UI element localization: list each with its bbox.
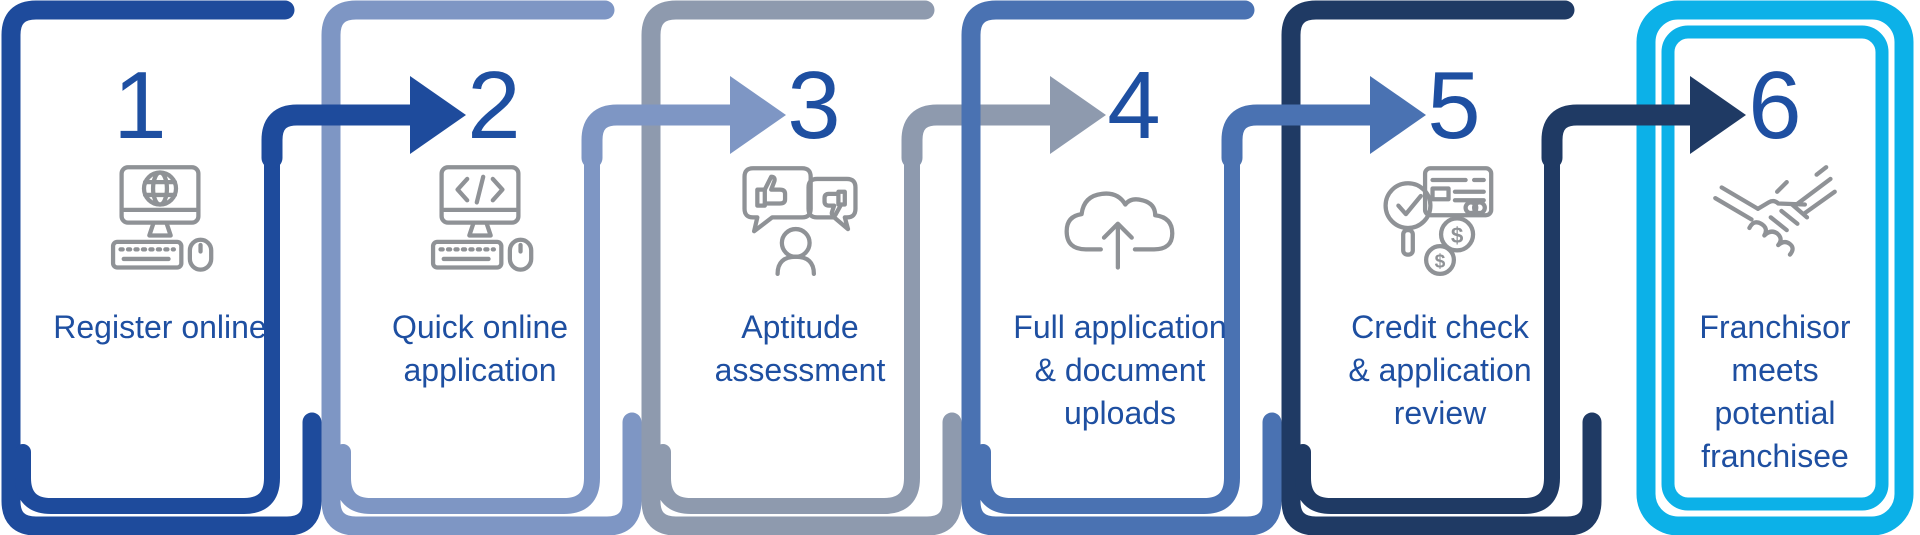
step-6-outer-border [1636, 0, 1914, 535]
step-2-connector [581, 104, 745, 169]
step-4-number: 4 [1107, 52, 1161, 159]
step-4-label: Full application & document uploads [1013, 309, 1227, 431]
step-2-label: Quick online application [391, 309, 569, 388]
handshake-icon [1655, 164, 1895, 276]
step-6-label: Franchisor meets potential franchisee [1699, 309, 1851, 474]
credit-review-icon: $ $ [1280, 164, 1600, 276]
arrow-head-to-step-5 [1370, 76, 1426, 154]
step-2-inner-border [335, 142, 600, 514]
step-1-inner-border [15, 142, 280, 514]
svg-text:$: $ [1435, 251, 1446, 272]
step-4-card: 4 Full application & document uploads [960, 0, 1426, 535]
step-1-number: 1 [113, 52, 167, 159]
step-5-card: 5 $ $ Credit check & application review [1280, 0, 1746, 535]
interview-feedback-icon [640, 164, 960, 276]
arrow-head-to-step-3 [730, 76, 786, 154]
step-2-card: 2 Quick online application [320, 0, 786, 535]
step-6-number: 6 [1748, 52, 1802, 159]
step-6-inner-border [1661, 25, 1889, 511]
step-4-connector [1221, 104, 1385, 169]
step-4-frame [961, 0, 1426, 535]
step-5-number: 5 [1427, 52, 1481, 159]
step-5-inner-border [1295, 142, 1560, 514]
desktop-globe-icon [0, 164, 320, 276]
step-2-frame [321, 0, 786, 535]
step-3-card: 3 Aptitude assessment [640, 0, 1106, 535]
arrow-head-to-step-6 [1690, 76, 1746, 154]
step-3-frame [641, 0, 1106, 535]
svg-text:$: $ [1451, 223, 1464, 248]
step-4-inner-border [975, 142, 1240, 514]
cloud-upload-icon [960, 164, 1280, 276]
step-5-outer-border [1281, 0, 1602, 535]
step-1-frame [1, 0, 466, 535]
step-1-outer-border [1, 0, 322, 535]
step-6-card: 6 Franchisor meets potential franchisee [1600, 0, 1920, 535]
step-3-outer-border [641, 0, 962, 535]
step-6-frame [1636, 0, 1914, 535]
desktop-code-icon [320, 164, 640, 276]
arrow-head-to-step-2 [410, 76, 466, 154]
step-4-outer-border [961, 0, 1282, 535]
step-1-label: Register online [53, 309, 267, 345]
step-5-connector [1541, 104, 1705, 169]
step-3-inner-border [655, 142, 920, 514]
step-3-connector [901, 104, 1065, 169]
step-2-number: 2 [467, 52, 521, 159]
step-3-label: Aptitude assessment [714, 309, 886, 388]
step-1-connector [261, 104, 425, 169]
step-5-label: Credit check & application review [1348, 309, 1532, 431]
step-1-card: 1 Register online [0, 0, 466, 535]
arrow-head-to-step-4 [1050, 76, 1106, 154]
step-3-number: 3 [787, 52, 841, 159]
step-2-outer-border [321, 0, 642, 535]
step-5-frame [1281, 0, 1746, 535]
